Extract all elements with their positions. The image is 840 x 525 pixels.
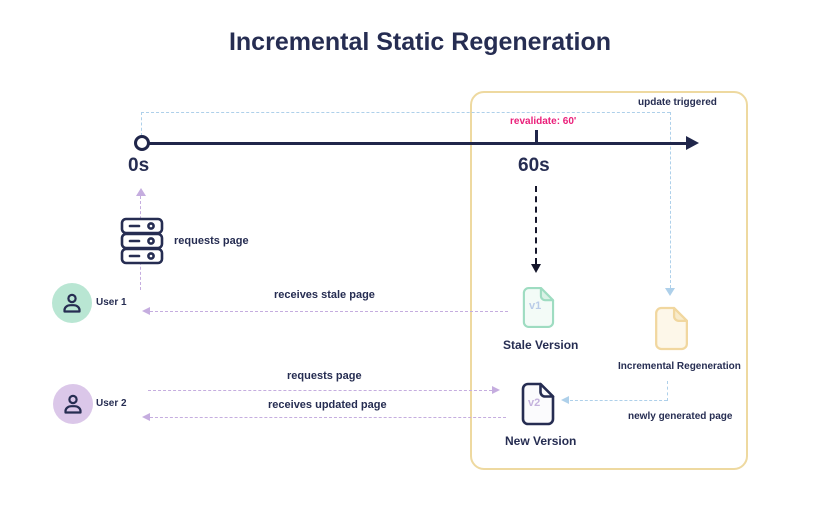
timeline-axis: [149, 142, 689, 145]
regeneration-window-box: [470, 91, 748, 470]
new-version-file-icon: [521, 382, 555, 426]
update-path-start-segment: [141, 112, 142, 136]
update-path-arrowhead-icon: [665, 288, 675, 296]
incremental-regeneration-label: Incremental Regeneration: [618, 361, 741, 372]
newly-generated-down-segment: [667, 381, 668, 401]
user2-requests-page-label: requests page: [287, 370, 362, 382]
timeline-60s-tick: [535, 130, 538, 143]
server-request-arrowhead-icon: [136, 188, 146, 196]
update-path-down-segment: [670, 112, 671, 288]
timeline-0s-label: 0s: [128, 155, 150, 176]
regenerated-file-icon: [655, 306, 688, 351]
user2-avatar: [53, 384, 93, 424]
revalidate-label: revalidate: 60': [510, 116, 577, 127]
stale-version-label: Stale Version: [503, 338, 579, 352]
timeline-start-circle-icon: [134, 135, 150, 151]
receives-stale-page-label: receives stale page: [274, 289, 375, 301]
receive-updated-line: [150, 417, 506, 418]
receive-updated-arrowhead-icon: [142, 413, 150, 421]
update-triggered-label: update triggered: [638, 97, 717, 108]
receives-updated-page-label: receives updated page: [268, 399, 387, 411]
revalidate-flow-arrowhead-icon: [531, 264, 541, 273]
user2-label: User 2: [96, 398, 127, 409]
newly-generated-arrowhead-icon: [561, 396, 569, 404]
user2-request-arrowhead-icon: [492, 386, 500, 394]
user1-label: User 1: [96, 297, 127, 308]
receive-stale-arrowhead-icon: [142, 307, 150, 315]
new-version-tag: v2: [528, 397, 541, 409]
revalidate-flow-line: [535, 186, 537, 264]
newly-generated-line: [570, 400, 667, 401]
server-icon: [120, 217, 164, 265]
person-icon: [64, 394, 82, 414]
new-version-label: New Version: [505, 434, 577, 448]
timeline-60s-label: 60s: [518, 155, 550, 176]
update-path-top-segment: [141, 112, 670, 113]
timeline-arrowhead-icon: [686, 136, 699, 150]
person-icon: [63, 293, 81, 313]
receive-stale-line: [150, 311, 508, 312]
user2-request-line: [148, 390, 492, 391]
newly-generated-page-label: newly generated page: [628, 411, 733, 422]
stale-version-file-icon: [522, 286, 555, 329]
server-requests-page-label: requests page: [174, 235, 249, 247]
stale-version-tag: v1: [529, 300, 542, 312]
user1-avatar: [52, 283, 92, 323]
page-title: Incremental Static Regeneration: [228, 28, 612, 56]
